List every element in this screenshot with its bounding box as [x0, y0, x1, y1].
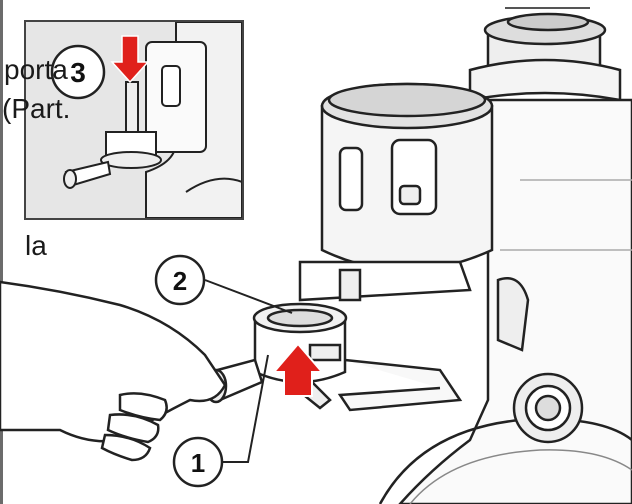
down-arrow-icon [110, 35, 150, 84]
detail-inset: 3 [24, 20, 244, 220]
callout-3-label: 3 [70, 57, 86, 88]
text-part: (Part. [2, 93, 71, 124]
doser-container [298, 82, 494, 302]
inset-illustration: 3 [50, 22, 242, 218]
callout-1: 1 [172, 354, 269, 488]
callout-3 [50, 44, 106, 100]
callout-1-label: 1 [191, 448, 205, 478]
portafilter [204, 302, 463, 412]
page-left-border [0, 0, 3, 504]
up-arrow-icon [271, 342, 325, 397]
text-porta: porta [4, 54, 68, 85]
callout-2: 2 [154, 254, 293, 314]
callout-2-label: 2 [173, 266, 187, 296]
grinder-body [378, 7, 632, 504]
text-la: la [25, 230, 47, 261]
hand [0, 280, 227, 462]
